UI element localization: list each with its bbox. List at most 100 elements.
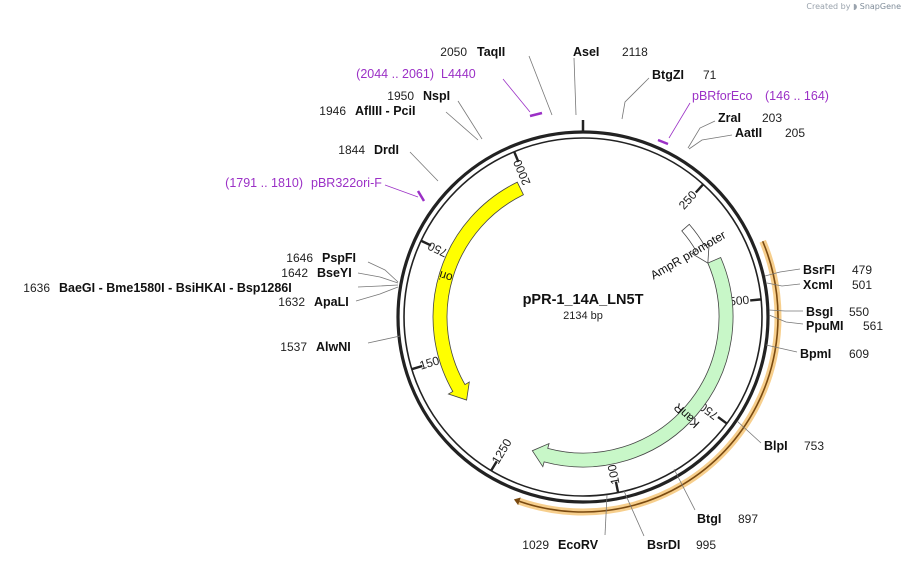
site-pos-pspfi: 1646 [286, 251, 313, 265]
leader-nspi [457, 100, 483, 140]
primer-mark-pbrforeco [657, 138, 669, 146]
site-pspfi[interactable]: PspFI [322, 251, 356, 265]
leader-alwni [367, 335, 401, 344]
primer-pbr322ori-f[interactable]: pBR322ori-F [311, 176, 382, 190]
tick-1750 [420, 239, 432, 247]
leader-bseyi [357, 272, 399, 284]
leader-bsgi [768, 309, 803, 312]
tick-label-1250: 1250 [489, 436, 515, 466]
site-btgzi[interactable]: BtgZI [652, 68, 684, 82]
site-bsgi[interactable]: BsgI [806, 305, 833, 319]
leader-asei [573, 57, 577, 116]
leader-bsrdi [623, 490, 645, 537]
plasmid-backbone [396, 120, 770, 504]
primer-l4440[interactable]: L4440 [441, 67, 476, 81]
site-ecorv[interactable]: EcoRV [558, 538, 599, 552]
site-pos-bsrfi: 479 [852, 263, 872, 277]
orf-track [519, 240, 779, 513]
plasmid-name: pPR-1_14A_LN5T [523, 292, 644, 308]
tick-1000 [614, 481, 620, 493]
leader-pspfi [367, 261, 399, 283]
site-btgi[interactable]: BtgI [697, 512, 721, 526]
primer-range-pbr322ori-f: (1791 .. 1810) [225, 176, 303, 190]
leader-xcmi [766, 282, 801, 287]
site-afliii-pcii[interactable]: AflIII - PciI [355, 104, 415, 118]
feature-kanr [531, 256, 734, 468]
site-bseyi[interactable]: BseYI [317, 266, 352, 280]
leader-aatii [688, 134, 733, 150]
site-pos-drdi: 1844 [338, 143, 365, 157]
site-pos-baegi-group: 1636 [23, 281, 50, 295]
snapgene-logo-icon: ◗ [852, 2, 858, 11]
orf-arrowhead [513, 497, 521, 506]
leader-btgzi [621, 77, 650, 120]
site-taqii[interactable]: TaqII [477, 45, 505, 59]
site-drdi[interactable]: DrdI [374, 143, 399, 157]
site-pos-taqii: 2050 [440, 45, 467, 59]
site-nspi[interactable]: NspI [423, 89, 450, 103]
site-pos-alwni: 1537 [280, 340, 307, 354]
site-pos-blpi: 753 [804, 439, 824, 453]
site-pos-zrai: 203 [762, 111, 782, 125]
primer-mark-pbr322ori-f [416, 190, 426, 202]
credit-prefix: Created by [806, 2, 851, 11]
site-xcmi[interactable]: XcmI [803, 278, 833, 292]
tick-500 [750, 298, 762, 302]
orf-glow [518, 239, 782, 516]
tick-label-2000: 2000 [510, 157, 533, 187]
leader-drdi [409, 151, 439, 182]
site-bpmi[interactable]: BpmI [800, 347, 831, 361]
primer-pbrforeco[interactable]: pBRforEco [692, 89, 752, 103]
leader-ppumi [768, 314, 804, 325]
tick-1500 [411, 364, 423, 371]
site-zrai[interactable]: ZraI [718, 111, 741, 125]
plasmid-size: 2134 bp [563, 310, 603, 322]
site-pos-bpmi: 609 [849, 347, 869, 361]
site-pos-btgi: 897 [738, 512, 758, 526]
site-aatii[interactable]: AatII [735, 126, 762, 140]
leader-primer-pbrforeco [668, 102, 691, 139]
site-pos-aatii: 205 [785, 126, 805, 140]
site-alwni[interactable]: AlwNI [316, 340, 351, 354]
tick-750 [717, 416, 728, 425]
site-apali[interactable]: ApaLI [314, 295, 349, 309]
feature-ampr-promoter [681, 223, 710, 264]
site-pos-bsrdi: 995 [696, 538, 716, 552]
leader-bsrfi [764, 268, 801, 277]
credit-brand: SnapGene [859, 2, 901, 11]
leader-afliii-pcii [445, 111, 479, 141]
leader-btgi [673, 468, 696, 511]
site-bsrfi[interactable]: BsrFI [803, 263, 835, 277]
leader-bpmi [765, 344, 798, 353]
site-blpi[interactable]: BlpI [764, 439, 788, 453]
site-baegi-group[interactable]: BaeGI - Bme1580I - BsiHKAI - Bsp1286I [59, 281, 292, 295]
primer-mark-l4440 [529, 111, 543, 118]
site-pos-afliii-pcii: 1946 [319, 104, 346, 118]
site-pos-bsgi: 550 [849, 305, 869, 319]
leader-apali [355, 286, 399, 302]
snapgene-credit: Created by ◗ SnapGene [806, 2, 901, 11]
feature-label-ori: ori [437, 268, 454, 285]
tick-2000 [513, 151, 520, 163]
site-asei[interactable]: AseI [573, 45, 599, 59]
tick-1250 [490, 460, 498, 472]
site-pos-xcmi: 501 [852, 278, 872, 292]
tick-250 [694, 183, 705, 194]
site-pos-ppumi: 561 [863, 319, 883, 333]
feature-ori [432, 181, 524, 401]
primer-range-pbrforeco: (146 .. 164) [765, 89, 829, 103]
leader-baegi-group [357, 284, 399, 288]
leader-zrai [687, 120, 716, 149]
site-pos-bseyi: 1642 [281, 266, 308, 280]
tick-label-500: 500 [728, 293, 750, 309]
primer-range-l4440: (2044 .. 2061) [356, 67, 434, 81]
leader-blpi [736, 420, 762, 444]
backbone-inner-ring [403, 137, 763, 497]
site-pos-nspi: 1950 [387, 89, 414, 103]
leader-ecorv [604, 494, 608, 536]
site-bsrdi[interactable]: BsrDI [647, 538, 680, 552]
leader-primer-pbr322ori-f [384, 184, 419, 198]
site-ppumi[interactable]: PpuMI [806, 319, 844, 333]
